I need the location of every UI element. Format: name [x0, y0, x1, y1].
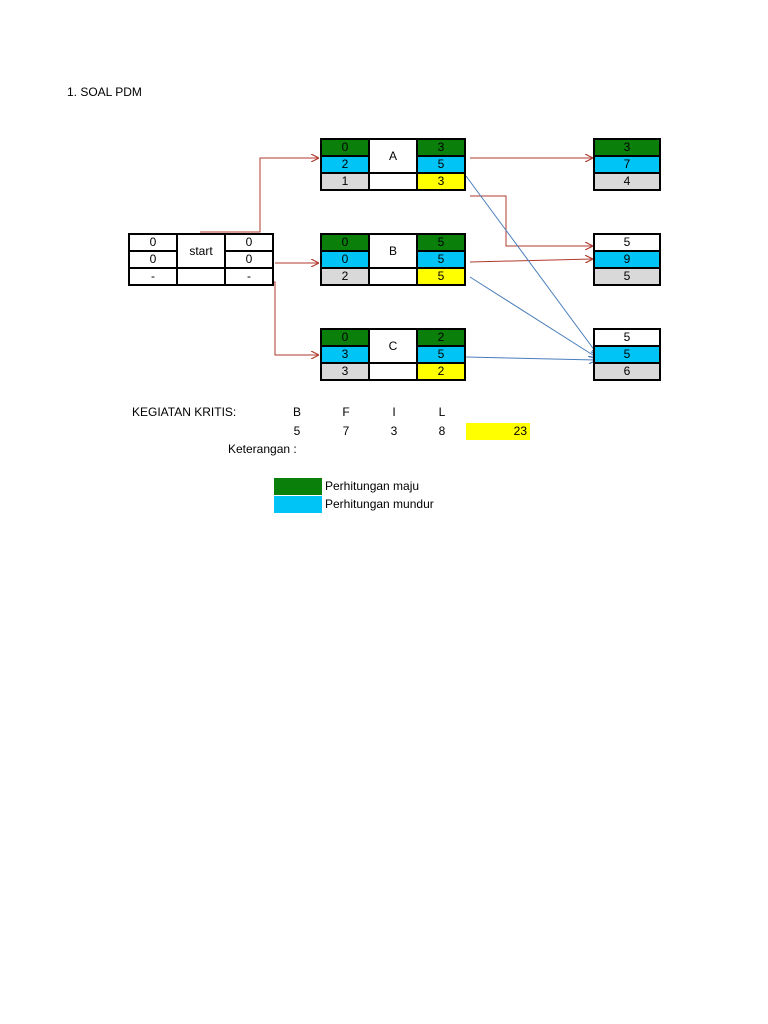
- node-r1: 3 7 4: [593, 138, 661, 191]
- node-r2-mid: 9: [593, 250, 661, 269]
- node-a-label: A: [368, 138, 418, 174]
- node-r1-top: 3: [593, 138, 661, 157]
- arrow-b-r2: [469, 259, 592, 262]
- node-start-float-right: -: [224, 267, 274, 286]
- node-a-duration: 3: [416, 172, 466, 191]
- node-a: 0 A 3 2 5 1 3: [320, 138, 466, 191]
- node-c: 0 C 2 3 5 3 2: [320, 328, 466, 381]
- node-b: 0 B 5 0 5 2 5: [320, 233, 466, 286]
- node-a-float: 1: [320, 172, 370, 191]
- node-start-empty: [176, 267, 226, 286]
- node-c-float: 3: [320, 362, 370, 381]
- arrow-start-c: [228, 281, 318, 355]
- node-r3-bottom: 6: [593, 362, 661, 381]
- node-c-label: C: [368, 328, 418, 364]
- node-a-ls: 2: [320, 155, 370, 174]
- legend-forward-swatch: [274, 478, 322, 495]
- legend-backward-text: Perhitungan mundur: [325, 497, 434, 511]
- node-b-label: B: [368, 233, 418, 269]
- node-c-ef: 2: [416, 328, 466, 347]
- kritis-activity-2: F: [342, 405, 350, 419]
- node-b-duration: 5: [416, 267, 466, 286]
- kritis-duration-3: 3: [390, 424, 398, 438]
- node-b-empty: [368, 267, 418, 286]
- node-start: 0 start 0 0 0 - -: [128, 233, 274, 286]
- node-r3: 5 5 6: [593, 328, 661, 381]
- node-r3-mid: 5: [593, 345, 661, 364]
- node-c-lf: 5: [416, 345, 466, 364]
- node-a-lf: 5: [416, 155, 466, 174]
- node-b-float: 2: [320, 267, 370, 286]
- arrow-a-r3: [465, 175, 598, 355]
- node-r3-top: 5: [593, 328, 661, 347]
- node-b-es: 0: [320, 233, 370, 252]
- kritis-activity-3: I: [392, 405, 396, 419]
- node-r1-bottom: 4: [593, 172, 661, 191]
- page-title: 1. SOAL PDM: [67, 85, 142, 99]
- node-start-es: 0: [128, 233, 178, 252]
- kritis-duration-2: 7: [342, 424, 350, 438]
- node-c-es: 0: [320, 328, 370, 347]
- node-c-ls: 3: [320, 345, 370, 364]
- kritis-label: KEGIATAN KRITIS:: [132, 405, 237, 419]
- node-start-ef: 0: [224, 233, 274, 252]
- kritis-duration-1: 5: [293, 424, 301, 438]
- node-start-label: start: [176, 233, 226, 269]
- node-start-ls: 0: [128, 250, 178, 269]
- node-c-empty: [368, 362, 418, 381]
- node-a-empty: [368, 172, 418, 191]
- legend-forward-text: Perhitungan maju: [325, 479, 420, 493]
- node-r2-bottom: 5: [593, 267, 661, 286]
- node-r2-top: 5: [593, 233, 661, 252]
- arrow-c-r3: [465, 357, 596, 360]
- node-start-lf: 0: [224, 250, 274, 269]
- node-a-ef: 3: [416, 138, 466, 157]
- node-r2: 5 9 5: [593, 233, 661, 286]
- legend-backward-swatch: [274, 496, 322, 513]
- arrow-b-r3: [469, 276, 596, 357]
- kritis-duration-4: 8: [438, 424, 446, 438]
- node-b-ls: 0: [320, 250, 370, 269]
- arrow-a-r2: [470, 195, 592, 246]
- kritis-activity-4: L: [438, 405, 446, 419]
- node-b-lf: 5: [416, 250, 466, 269]
- kritis-activity-1: B: [292, 405, 301, 419]
- keterangan-label: Keterangan :: [228, 442, 297, 456]
- node-start-float-left: -: [128, 267, 178, 286]
- node-c-duration: 2: [416, 362, 466, 381]
- arrow-start-a: [200, 158, 318, 233]
- node-b-ef: 5: [416, 233, 466, 252]
- kritis-total: 23: [466, 423, 530, 440]
- node-r1-mid: 7: [593, 155, 661, 174]
- node-a-es: 0: [320, 138, 370, 157]
